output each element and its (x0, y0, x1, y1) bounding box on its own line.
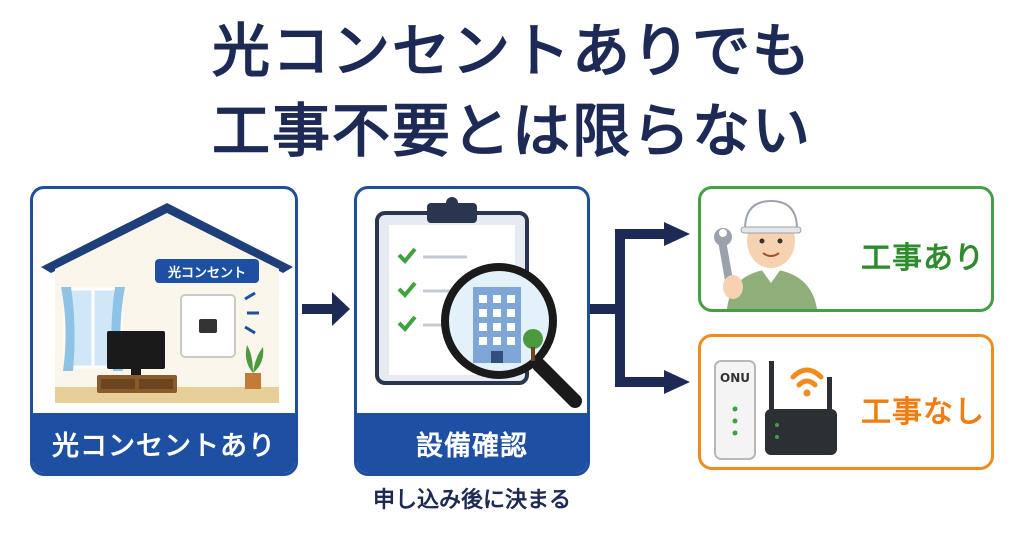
check-card-label: 設備確認 (357, 413, 587, 473)
branch-arrows-icon (590, 229, 668, 387)
result-no-work-label: 工事なし (861, 395, 985, 430)
onu-device-label: ONU (720, 371, 750, 385)
worker-icon (714, 199, 817, 309)
arrow-right-icon (302, 292, 350, 326)
result-no-work: ONU 工事なし (698, 334, 994, 470)
onu-router-icon (714, 360, 837, 460)
check-card: 設備確認 (354, 186, 590, 476)
house-card: 光コンセント 光コンセントあり (30, 186, 298, 476)
decision-caption: 申し込み後に決まる (372, 488, 571, 513)
house-illustration (41, 203, 293, 403)
house-card-label: 光コンセントあり (33, 413, 295, 473)
headline-line-1: 光コンセントありでも (211, 17, 812, 85)
headline-line-2: 工事不要とは限らない (211, 97, 812, 165)
result-with-work-label: 工事あり (861, 241, 985, 276)
result-with-work: 工事あり (698, 186, 994, 312)
clipboard-magnifier-illustration (375, 197, 582, 408)
house-outlet-tag: 光コンセント (167, 265, 246, 281)
